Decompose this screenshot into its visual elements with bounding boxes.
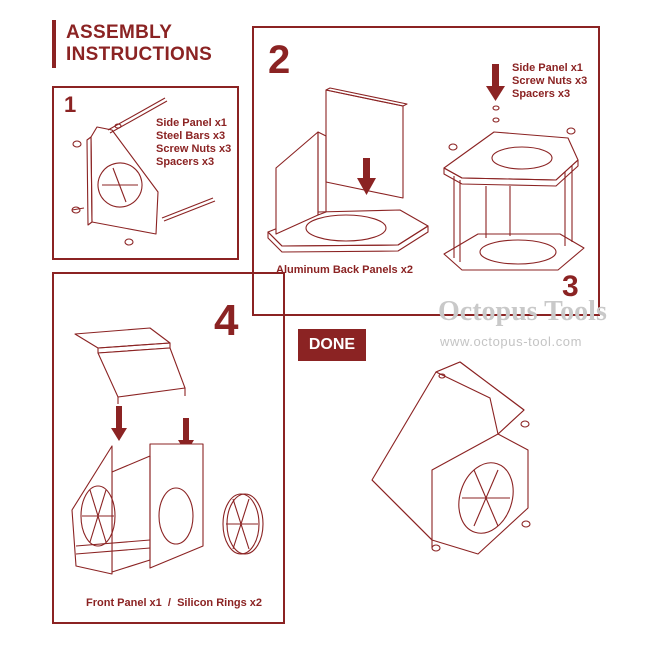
step-2-caption: Aluminum Back Panels x2 — [276, 264, 413, 276]
step-4-panel — [52, 272, 285, 624]
watermark-brand: Octopus Tools — [438, 296, 607, 327]
step-3-top-panel-illustration — [443, 64, 585, 271]
step-1-parts-list: Side Panel x1 Steel Bars x3 Screw Nuts x… — [156, 117, 231, 169]
title-accent-bar — [52, 20, 56, 68]
parts-item: Spacers x3 — [156, 156, 215, 168]
parts-item: Screw Nuts x3 — [156, 143, 232, 155]
step-1-panel — [52, 86, 239, 260]
title-line-2: INSTRUCTIONS — [66, 44, 213, 65]
step-2-panel — [252, 26, 600, 316]
step-4-front-panel-illustration — [71, 327, 264, 575]
watermark-url: www.octopus-tool.com — [440, 334, 583, 349]
done-badge: DONE — [298, 329, 366, 361]
step-4-number: 4 — [214, 296, 239, 345]
step-3-parts-list: Side Panel x1 Screw Nuts x3 Spacers x3 — [512, 62, 587, 101]
parts-item: Steel Bars x3 — [156, 130, 226, 142]
step-1-side-panel-illustration — [71, 97, 216, 246]
title-line-1: ASSEMBLY — [66, 22, 173, 43]
parts-item: Side Panel x1 — [512, 62, 583, 74]
parts-item: Spacers x3 — [512, 88, 571, 100]
page-title: ASSEMBLY INSTRUCTIONS — [66, 22, 212, 66]
step-1-number: 1 — [64, 92, 77, 117]
step-2-number: 2 — [268, 38, 291, 82]
step-4-caption: Front Panel x1 / Silicon Rings x2 — [86, 597, 263, 609]
parts-item: Screw Nuts x3 — [512, 75, 588, 87]
step-3-number: 3 — [562, 270, 579, 303]
step-2-back-panels-illustration — [267, 87, 429, 253]
done-assembled-illustration — [371, 361, 531, 555]
parts-item: Side Panel x1 — [156, 117, 227, 129]
